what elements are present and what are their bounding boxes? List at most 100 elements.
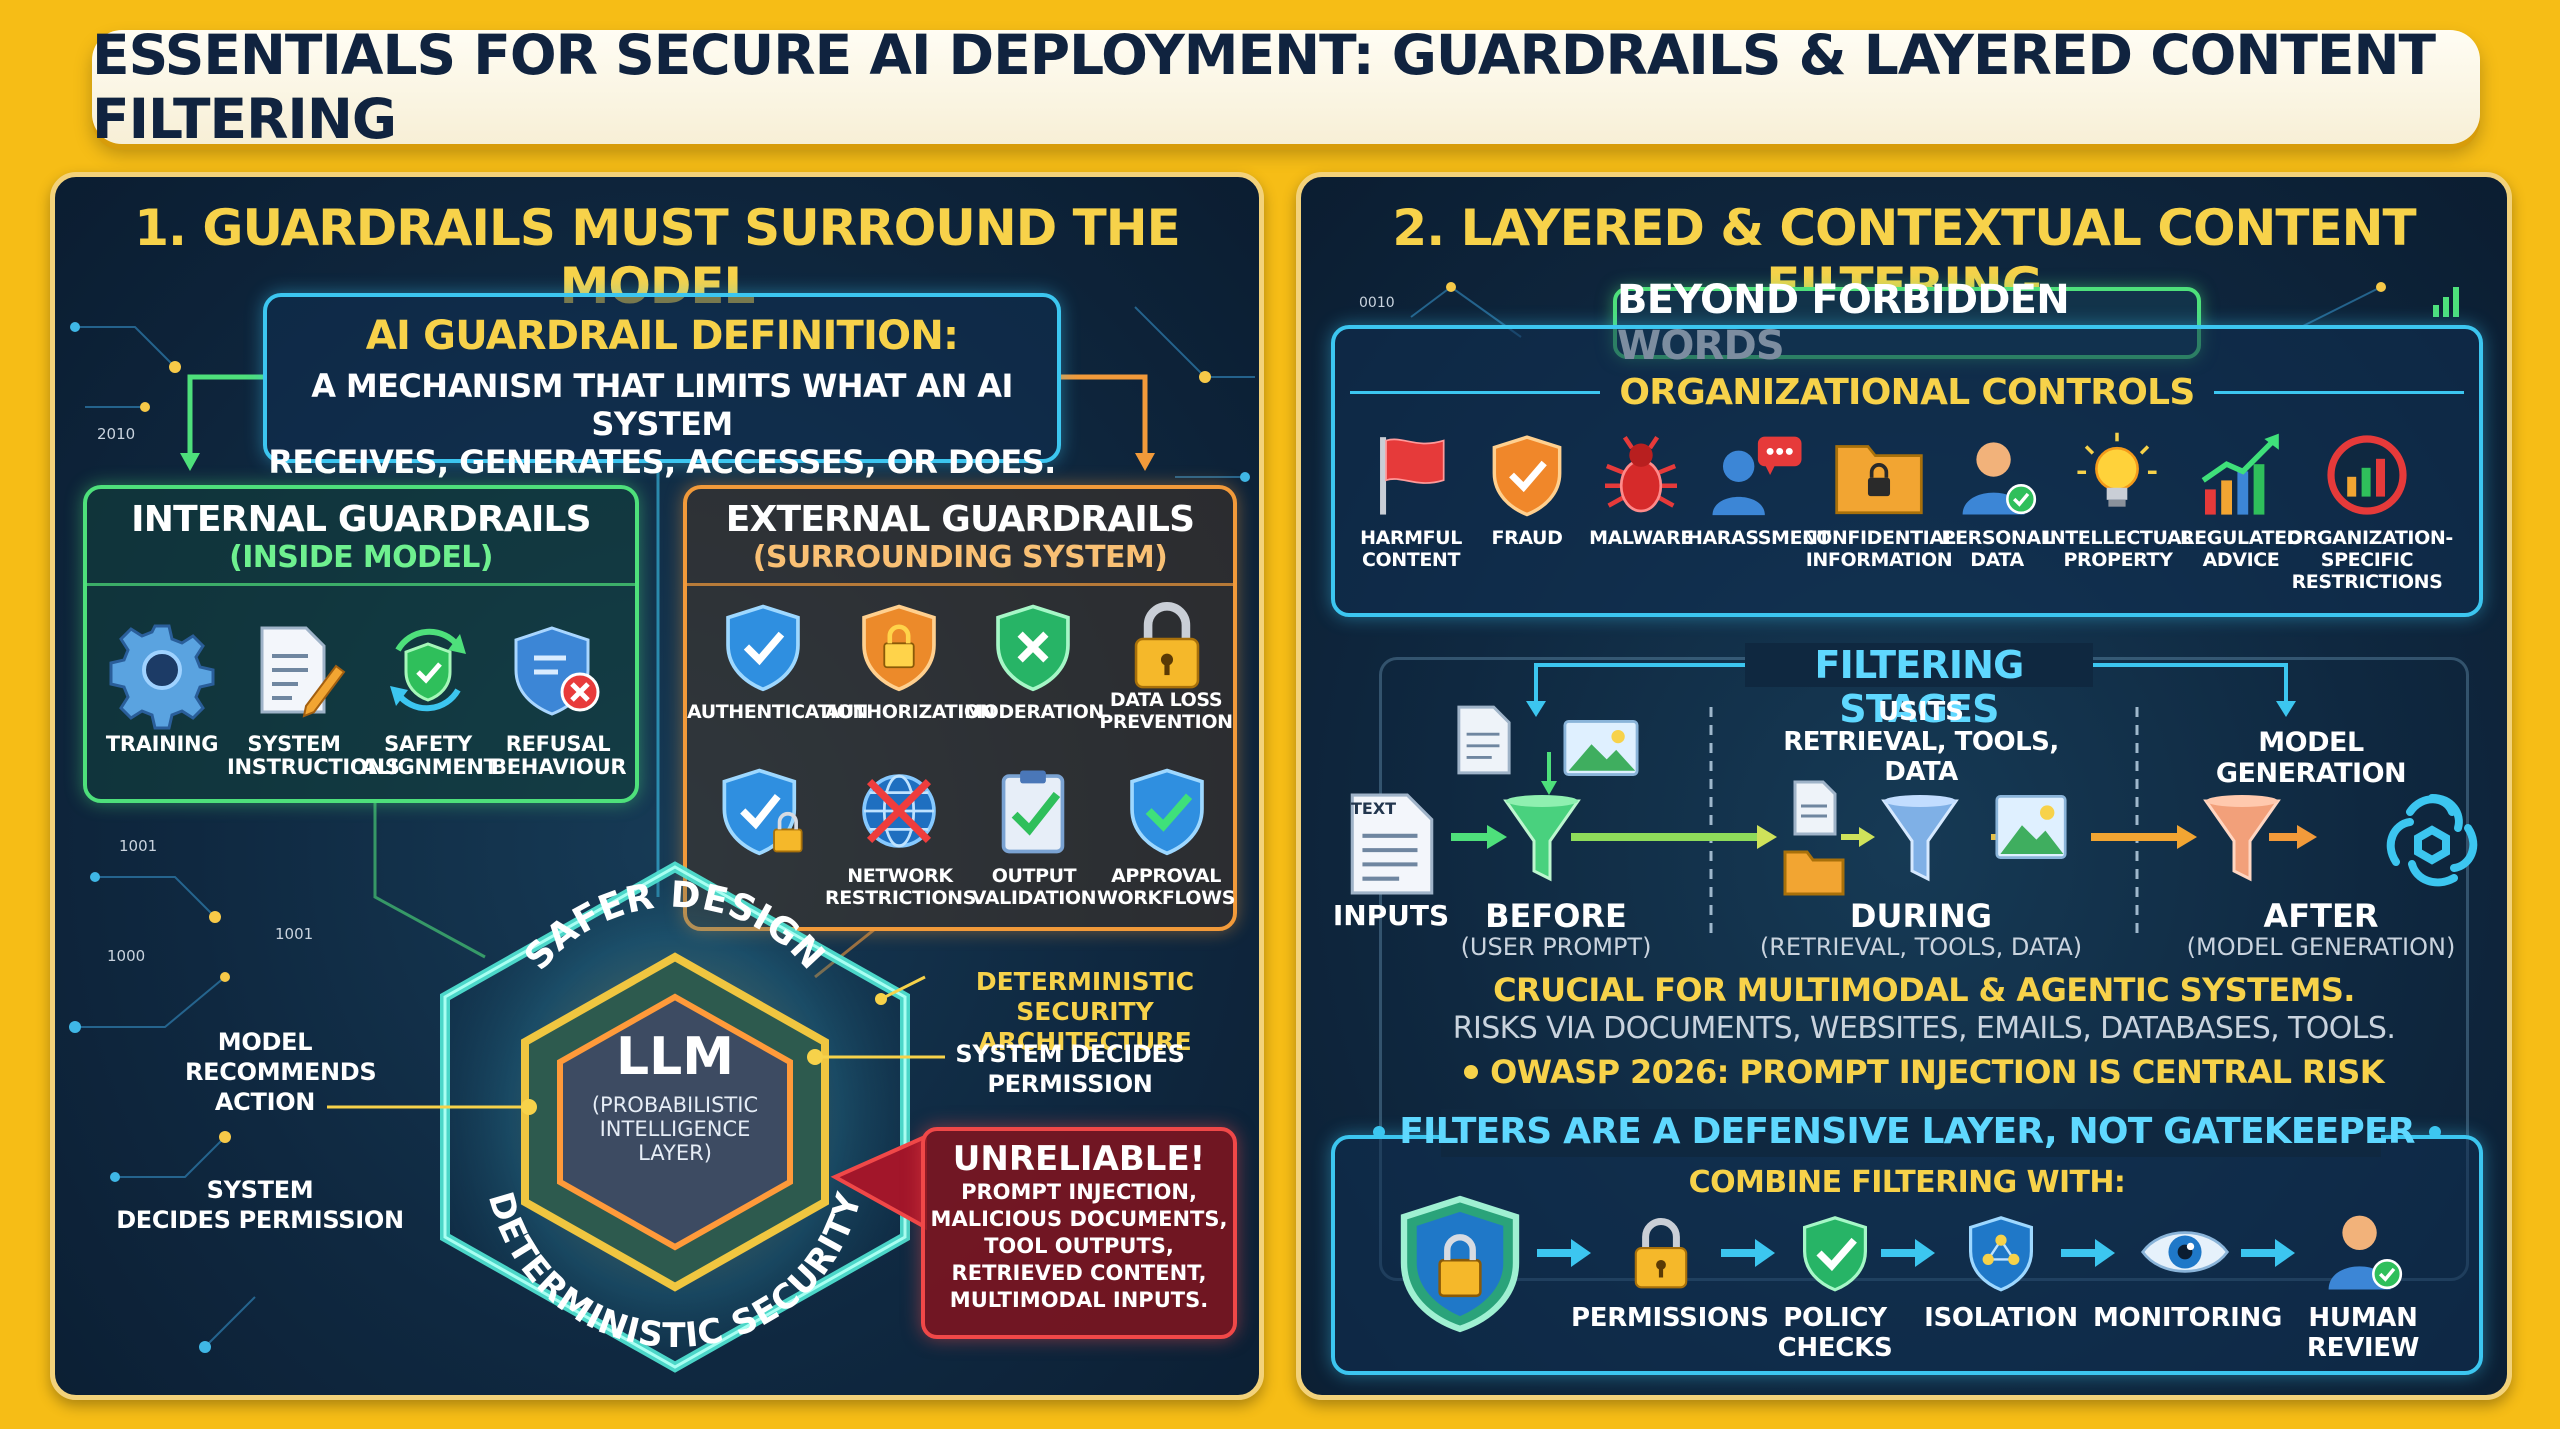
during-label: DURING bbox=[1849, 897, 1993, 935]
shield-network-icon bbox=[1951, 1203, 2051, 1303]
unreliable-list: PROMPT INJECTION, MALICIOUS DOCUMENTS, T… bbox=[930, 1180, 1228, 1312]
shield-cycle-icon bbox=[371, 615, 485, 725]
deco-number: 1000 bbox=[107, 947, 146, 965]
defensive-heading-bg bbox=[1441, 1109, 2381, 1157]
defensive-flow-arrows bbox=[1537, 1239, 2295, 1267]
model-generation-label: MODEL GENERATION bbox=[2215, 727, 2407, 789]
owasp-note-row: OWASP 2026: PROMPT INJECTION IS CENTRAL … bbox=[1379, 1053, 2469, 1091]
guardrails-panel: 2010 1001 1001 1000 1. GUARDRAILS MUST S… bbox=[50, 172, 1264, 1400]
title-banner: ESSENTIALS FOR SECURE AI DEPLOYMENT: GUA… bbox=[92, 23, 2480, 151]
shield-x-icon bbox=[501, 615, 615, 725]
during-sublabel: (RETRIEVAL, TOOLS, DATA) bbox=[1759, 933, 2083, 961]
internal-guardrails-box: INTERNAL GUARDRAILS (INSIDE MODEL) TRAIN… bbox=[83, 485, 639, 803]
defensive-label-isolation: ISOLATION bbox=[1924, 1303, 2078, 1333]
globe-blocked-icon bbox=[849, 761, 949, 861]
usits-label: USITS bbox=[1878, 697, 1964, 727]
circuit-decoration bbox=[69, 306, 1255, 1353]
definition-heading: AI GUARDRAIL DEFINITION: bbox=[365, 313, 959, 359]
shield-check-lock-icon bbox=[713, 761, 813, 861]
usits-sublabel: RETRIEVAL, TOOLS, DATA bbox=[1783, 727, 2059, 787]
llm-label: LLM bbox=[615, 1027, 734, 1087]
external-guardrails-box: EXTERNAL GUARDRAILS (SURROUNDING SYSTEM)… bbox=[683, 485, 1237, 931]
defensive-label-monitoring: MONITORING bbox=[2093, 1303, 2283, 1333]
funnel-orange-icon bbox=[2197, 789, 2287, 889]
crucial-note: CRUCIAL FOR MULTIMODAL & AGENTIC SYSTEMS… bbox=[1493, 971, 2355, 1009]
panel-title-guardrails: 1. GUARDRAILS MUST SURROUND THE MODEL bbox=[134, 199, 1181, 315]
defensive-heading-row: FILTERS ARE A DEFENSIVE LAYER, NOT GATEK… bbox=[1361, 1111, 2453, 1152]
risks-note: RISKS VIA DOCUMENTS, WEBSITES, EMAILS, D… bbox=[1452, 1011, 2396, 1046]
filtering-stages-flow bbox=[1451, 659, 2317, 937]
hexagon-arc-labels: SAFER DESIGN DETERMINISTIC SECURITY bbox=[480, 874, 869, 1356]
red-flag-icon bbox=[1361, 425, 1461, 525]
shield-lock-large-icon bbox=[1385, 1189, 1535, 1339]
external-heading: EXTERNAL GUARDRAILS bbox=[725, 499, 1195, 540]
person-speech-icon bbox=[1707, 425, 1807, 525]
llm-hexagon-diagram bbox=[440, 861, 910, 1373]
external-label-authorization: AUTHORIZATION bbox=[825, 701, 996, 723]
folder-lock-icon bbox=[1829, 425, 1929, 525]
padlock-icon bbox=[1117, 593, 1217, 697]
deco-number: 1001 bbox=[275, 925, 314, 943]
shield-check-green-icon bbox=[1785, 1203, 1885, 1303]
shield-x-green-icon bbox=[983, 597, 1083, 697]
unreliable-warning-box: UNRELIABLE! PROMPT INJECTION, MALICIOUS … bbox=[921, 1127, 1237, 1339]
document-folder-icon bbox=[1779, 775, 1849, 899]
growth-chart-icon bbox=[2191, 425, 2291, 525]
definition-line-2: RECEIVES, GENERATES, ACCESSES, OR DOES. bbox=[268, 443, 1056, 481]
definition-box: AI GUARDRAIL DEFINITION: A MECHANISM THA… bbox=[263, 293, 1061, 481]
external-label-authentication: AUTHENTICATION bbox=[687, 701, 868, 723]
external-subheading: (SURROUNDING SYSTEM) bbox=[752, 540, 1168, 575]
document-pencil-icon bbox=[237, 615, 351, 725]
control-label-fraud: FRAUD bbox=[1491, 527, 1563, 549]
bug-icon bbox=[1591, 425, 1691, 525]
text-document-icon bbox=[1337, 789, 1447, 899]
filtering-stages-heading: FILTERING STAGES bbox=[1814, 643, 2024, 731]
defensive-label-permissions: PERMISSIONS bbox=[1571, 1303, 1769, 1333]
deco-number: 0010 bbox=[1359, 295, 1395, 311]
padlock-icon bbox=[1611, 1203, 1711, 1303]
callout-lines bbox=[327, 975, 945, 1231]
person-check-icon bbox=[1947, 425, 2047, 525]
ai-model-knot-icon bbox=[2377, 783, 2487, 893]
panel-title-filtering: 2. LAYERED & CONTEXTUAL CONTENT FILTERIN… bbox=[1392, 199, 2416, 315]
inputs-label: INPUTS bbox=[1332, 899, 1450, 932]
image-icon bbox=[1561, 717, 1641, 779]
after-label: AFTER bbox=[2263, 897, 2379, 935]
defensive-heading: FILTERS ARE A DEFENSIVE LAYER, NOT GATEK… bbox=[1399, 1111, 2415, 1152]
page-title: ESSENTIALS FOR SECURE AI DEPLOYMENT: GUA… bbox=[92, 23, 2436, 151]
deco-number: 2010 bbox=[97, 425, 136, 443]
control-label-malware: MALWARE bbox=[1589, 527, 1693, 549]
organizational-controls-heading: ORGANIZATIONAL CONTROLS bbox=[1619, 372, 2195, 413]
definition-line-1: A MECHANISM THAT LIMITS WHAT AN AI SYSTE… bbox=[311, 367, 1013, 443]
internal-subheading: (INSIDE MODEL) bbox=[229, 540, 493, 575]
organizational-controls-heading-row: ORGANIZATIONAL CONTROLS bbox=[1331, 372, 2483, 413]
control-label-harassment: HARASSMENT bbox=[1687, 527, 1831, 549]
before-label: BEFORE bbox=[1485, 897, 1627, 935]
document-icon bbox=[1449, 703, 1519, 777]
eye-icon bbox=[2135, 1207, 2235, 1297]
after-sublabel: (MODEL GENERATION) bbox=[2186, 933, 2456, 961]
shield-check-green-icon bbox=[1117, 761, 1217, 861]
internal-label-training: TRAINING bbox=[105, 732, 219, 756]
lightbulb-icon bbox=[2067, 423, 2167, 525]
person-check-icon bbox=[2313, 1197, 2413, 1303]
